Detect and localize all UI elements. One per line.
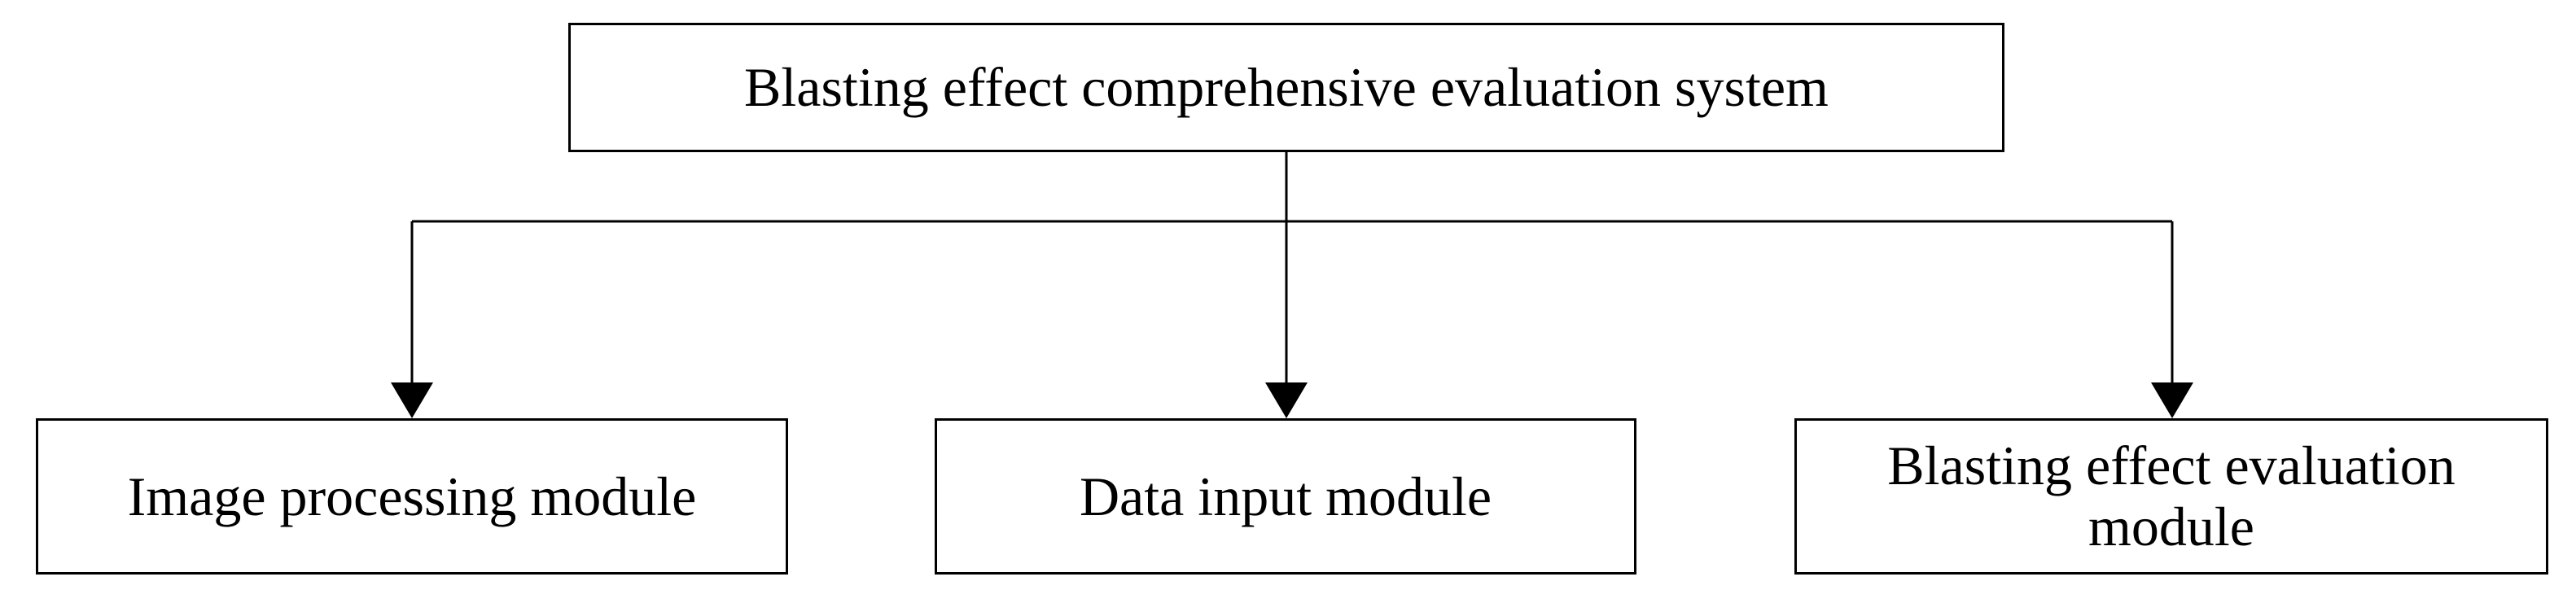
arrowhead-eval	[2151, 382, 2193, 418]
root-node-box: Blasting effect comprehensive evaluation…	[568, 23, 2004, 152]
data-input-module-box: Data input module	[935, 418, 1636, 575]
arrowhead-image	[391, 382, 433, 418]
image-processing-module-box: Image processing module	[36, 418, 788, 575]
root-node-label: Blasting effect comprehensive evaluation…	[744, 56, 1829, 119]
arrowhead-data	[1265, 382, 1308, 418]
data-input-module-label: Data input module	[1079, 465, 1492, 527]
blasting-effect-evaluation-module-label: Blasting effect evaluation module	[1887, 435, 2456, 557]
image-processing-module-label: Image processing module	[127, 465, 697, 527]
blasting-effect-evaluation-module-box: Blasting effect evaluation module	[1794, 418, 2548, 575]
